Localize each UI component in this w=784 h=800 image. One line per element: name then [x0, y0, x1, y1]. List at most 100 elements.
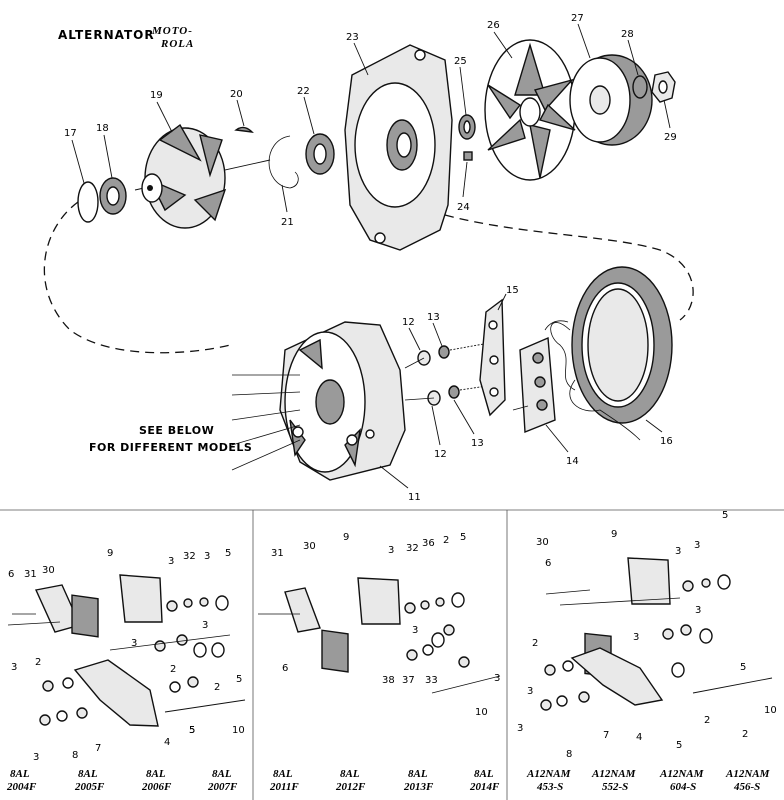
- panel-3-callout-30: 30: [536, 537, 549, 548]
- panel-2-callout-3b: 3: [412, 625, 418, 636]
- snap-ring-part-17: [77, 181, 99, 223]
- panel-1-callout-3f: 3: [33, 752, 39, 763]
- panel-1-callout-32: 32: [183, 551, 196, 562]
- panel-3-callout-3a: 3: [675, 546, 681, 557]
- panel-1-callout-4: 4: [164, 737, 170, 748]
- fan-part-26: [484, 39, 576, 181]
- panel-3-model-2-line2: 552-S: [602, 781, 628, 793]
- panel-1-parts: [7, 574, 246, 727]
- bearing-part-22: [305, 133, 335, 175]
- key-part-24: [463, 151, 473, 161]
- panel-1-callout-31: 31: [24, 569, 37, 580]
- lock-washer-part-28: [632, 75, 648, 99]
- panel-1-model-3-line2: 2006F: [141, 781, 172, 793]
- assembly-dashed-path-right: [444, 214, 694, 321]
- panel-1-model-1-line1: 8AL: [10, 768, 30, 780]
- panel-1-callout-2c: 2: [214, 682, 220, 693]
- panel-2-callout-5: 5: [460, 532, 466, 543]
- models-note-line1: SEE BELOW: [139, 424, 214, 437]
- panel-3-callout-10: 10: [764, 705, 777, 716]
- stator-part-16: [544, 266, 673, 441]
- panel-2-callout-9: 9: [343, 532, 349, 543]
- panel-3-callout-3b: 3: [694, 540, 700, 551]
- panel-3-callout-9: 9: [611, 529, 617, 540]
- panel-3-callout-5a: 5: [722, 510, 728, 521]
- panel-2-callout-10: 10: [475, 707, 488, 718]
- panel-1-model-3-line1: 8AL: [146, 768, 166, 780]
- diagram-subtitle-line1: MOTO-: [151, 25, 193, 37]
- callout-23: 23: [346, 32, 359, 43]
- panel-2-callout-30: 30: [303, 541, 316, 552]
- callout-13-top: 13: [427, 312, 440, 323]
- panel-2-parts: [258, 577, 501, 694]
- nut-part-29: [651, 71, 676, 103]
- panel-2-callout-6: 6: [282, 663, 288, 674]
- panel-1-callout-7: 7: [95, 743, 101, 754]
- callout-21: 21: [281, 217, 294, 228]
- panel-1-callout-5c: 5: [189, 725, 195, 736]
- callout-26: 26: [487, 20, 500, 31]
- panel-2-model-3-line2: 2013F: [403, 781, 434, 793]
- panel-1-model-1-line2: 2004F: [6, 781, 37, 793]
- panel-1-callout-10: 10: [232, 725, 245, 736]
- panel-1-model-4-line1: 8AL: [212, 768, 232, 780]
- panel-3-callout-3d: 3: [695, 605, 701, 616]
- panel-1-model-2-line1: 8AL: [78, 768, 98, 780]
- callout-14: 14: [566, 456, 579, 467]
- heat-sink-part-15: [479, 298, 506, 417]
- callout-19: 19: [150, 90, 163, 101]
- panel-3-callout-5b: 5: [740, 662, 746, 673]
- panel-1-callout-5a: 5: [225, 548, 231, 559]
- panel-2-model-1-line1: 8AL: [273, 768, 293, 780]
- panel-2-callout-32: 32: [406, 543, 419, 554]
- callout-20: 20: [230, 89, 243, 100]
- panel-3-callout-6: 6: [545, 558, 551, 569]
- panel-3-model-4-line1: A12NAM: [725, 768, 771, 780]
- panel-2-callout-3c: 3: [494, 673, 500, 684]
- panel-3-model-1-line2: 453-S: [536, 781, 563, 793]
- panel-2-model-2-line1: 8AL: [340, 768, 360, 780]
- panel-2-model-1-line2: 2011F: [269, 781, 299, 793]
- panel-1-callout-5d: 5: [189, 725, 195, 736]
- callout-12-top: 12: [402, 317, 415, 328]
- panel-1-callout-9: 9: [107, 548, 113, 559]
- bearing-part-18: [99, 177, 127, 215]
- panel-3-callout-3e: 3: [527, 686, 533, 697]
- assembly-dashed-path: [43, 201, 231, 354]
- retaining-ring-part-21: [268, 135, 299, 189]
- diagram-title: ALTERNATOR: [58, 28, 155, 42]
- panel-3-callout-3f: 3: [517, 723, 523, 734]
- panel-1-model-4-line2: 2007F: [207, 781, 238, 793]
- callout-11: 11: [408, 492, 421, 503]
- panel-3-callout-4: 4: [636, 732, 642, 743]
- panel-1-callout-3b: 3: [204, 551, 210, 562]
- panel-3-parts: [540, 557, 773, 711]
- panel-1-model-2-line2: 2005F: [74, 781, 105, 793]
- callout-16: 16: [660, 436, 673, 447]
- spacer-part-25: [458, 114, 476, 140]
- callout-12-bottom: 12: [434, 449, 447, 460]
- rectifier-bridge-part-14: [512, 336, 556, 434]
- panel-2-model-3-line1: 8AL: [408, 768, 428, 780]
- models-note-line2: FOR DIFFERENT MODELS: [89, 441, 252, 454]
- pulley-part-27: [569, 54, 653, 146]
- panel-3-callout-5c: 5: [676, 740, 682, 751]
- panel-1-callout-2a: 2: [35, 657, 41, 668]
- panel-1-callout-30: 30: [42, 565, 55, 576]
- panel-1-callout-8: 8: [72, 750, 78, 761]
- washers-and-bolts-part-13: [438, 341, 501, 399]
- panel-2-callout-37: 37: [402, 675, 415, 686]
- panel-3-model-3-line2: 604-S: [670, 781, 696, 793]
- callout-18: 18: [96, 123, 109, 134]
- panel-2-callout-31: 31: [271, 548, 284, 559]
- panel-2-callout-36: 36: [422, 538, 435, 549]
- panel-3-callout-2a: 2: [532, 638, 538, 649]
- panel-2-model-2-line2: 2012F: [335, 781, 366, 793]
- drive-end-housing-part-23: [344, 44, 453, 251]
- callout-leader-lines-upper: [71, 23, 671, 489]
- panel-2-model-4-line1: 8AL: [474, 768, 494, 780]
- panel-2-model-4-line2: 2014F: [469, 781, 500, 793]
- panel-1-callout-3d: 3: [202, 620, 208, 631]
- callout-22: 22: [297, 86, 310, 97]
